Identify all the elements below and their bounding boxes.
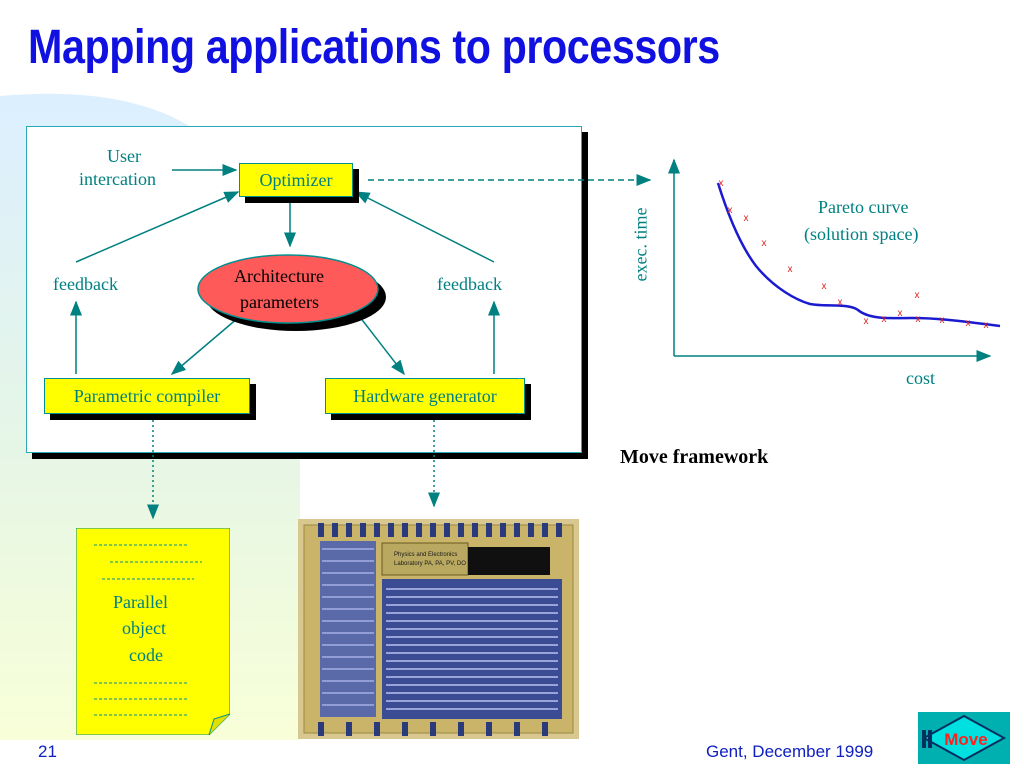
svg-text:x: x (882, 314, 887, 325)
arrow-feedback-left-to-optimizer (75, 191, 240, 263)
code-line2: object (122, 618, 166, 638)
arrow-arch-to-hwgen (355, 311, 405, 376)
svg-text:x: x (898, 308, 903, 319)
footer-date: Gent, December 1999 (706, 742, 874, 761)
slide-title: Mapping applications to processors (28, 21, 720, 74)
svg-text:x: x (762, 238, 767, 249)
hardware-generator-box: Hardware generator (325, 378, 525, 414)
code-document (76, 528, 230, 735)
arrow-arch-to-compiler (170, 311, 246, 375)
svg-text:x: x (966, 318, 971, 329)
feedback-right-label: feedback (437, 274, 502, 294)
svg-text:x: x (916, 314, 921, 325)
chart-axes (668, 158, 992, 362)
feedback-left-label: feedback (53, 274, 118, 294)
solution-points: x x x x x x x x x x x x x x x (719, 178, 989, 331)
user-label: User (107, 146, 141, 166)
svg-text:x: x (984, 320, 989, 331)
parametric-compiler-box: Parametric compiler (44, 378, 250, 414)
svg-text:x: x (719, 178, 724, 189)
move-logo: Move (918, 712, 1010, 764)
pareto-label-1: Pareto curve (818, 197, 909, 217)
svg-text:x: x (788, 264, 793, 275)
svg-text:x: x (744, 213, 749, 224)
svg-text:x: x (915, 290, 920, 301)
code-line1: Parallel (113, 592, 168, 612)
svg-text:x: x (864, 316, 869, 327)
interaction-label: intercation (79, 169, 156, 189)
chip-label-1: Physics and Electronics (394, 552, 457, 558)
pareto-curve (716, 182, 1001, 328)
arch-params-ellipse (197, 254, 386, 331)
svg-text:x: x (838, 297, 843, 308)
optimizer-box: Optimizer (239, 163, 353, 197)
chip-layout-image: Physics and Electronics Laboratory PA, P… (298, 519, 579, 739)
move-logo-text: Move (944, 730, 987, 749)
arch-params-line1: Architecture (234, 266, 324, 286)
svg-text:x: x (822, 281, 827, 292)
chip-label-2: Laboratory PA, PA, PV, DO (394, 561, 466, 567)
arrow-feedback-right-to-optimizer (354, 191, 495, 263)
pareto-label-2: (solution space) (804, 224, 919, 244)
code-line3: code (129, 645, 163, 665)
page-number: 21 (38, 742, 57, 761)
chart-xlabel: cost (906, 368, 935, 388)
chart-ylabel: exec. time (630, 207, 651, 282)
move-framework-caption: Move framework (620, 446, 769, 468)
arch-params-line2: parameters (240, 292, 319, 312)
svg-text:x: x (728, 205, 733, 216)
svg-text:x: x (940, 315, 945, 326)
